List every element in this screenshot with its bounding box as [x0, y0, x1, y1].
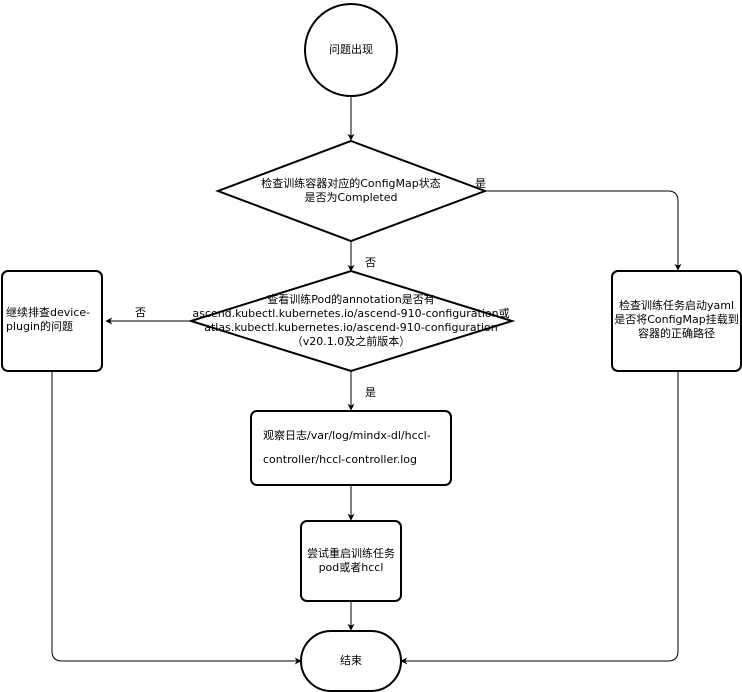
log-box-line2: controller/hccl-controller.log	[263, 453, 418, 466]
edge-label-d2-yes: 是	[365, 386, 376, 399]
decision-annotation-line3: atlas.kubectl.kubernetes.io/ascend-910-c…	[204, 321, 498, 334]
restart-box-node	[300, 520, 402, 602]
decision-annotation-label: 查看训练Pod的annotation是否有 ascend.kubectl.kub…	[176, 293, 526, 349]
edge-right-to-end	[400, 371, 679, 665]
edge-label-d2-no: 否	[135, 306, 146, 319]
edge-label-d1-no: 否	[365, 256, 376, 269]
left-box-node	[1, 270, 103, 372]
edge-left-to-end	[51, 371, 302, 665]
end-node	[300, 630, 402, 692]
edge-label-d1-yes: 是	[475, 177, 486, 190]
decision-configmap-node	[215, 139, 488, 243]
decision-configmap-line2: 是否为Completed	[304, 191, 398, 204]
left-box-label: 继续排查device-plugin的问题	[6, 306, 91, 333]
decision-configmap-label: 检查训练容器对应的ConfigMap状态 是否为Completed	[221, 177, 481, 205]
decision-annotation-line2: ascend.kubectl.kubernetes.io/ascend-910-…	[192, 307, 510, 320]
log-box-node	[250, 410, 452, 486]
decision-annotation-line1: 查看训练Pod的annotation是否有	[267, 293, 435, 306]
start-label: 问题出现	[329, 43, 373, 56]
decision-annotation-line4: （v20.1.0及之前版本）	[291, 335, 411, 348]
right-box-label: 检查训练任务启动yaml是否将ConfigMap挂载到容器的正确路径	[614, 299, 739, 340]
decision-annotation-node	[187, 269, 516, 373]
edge-d1-yes-to-right	[485, 190, 682, 271]
log-box-label: 观察日志/var/log/mindx-dl/hccl- controller/h…	[253, 424, 449, 472]
restart-box-label: 尝试重启训练任务pod或者hccl	[307, 547, 395, 574]
end-label: 结束	[340, 654, 362, 667]
start-node	[304, 3, 398, 97]
right-box-node	[611, 270, 742, 372]
decision-configmap-line1: 检查训练容器对应的ConfigMap状态	[261, 177, 441, 190]
log-box-line1: 观察日志/var/log/mindx-dl/hccl-	[263, 429, 431, 442]
